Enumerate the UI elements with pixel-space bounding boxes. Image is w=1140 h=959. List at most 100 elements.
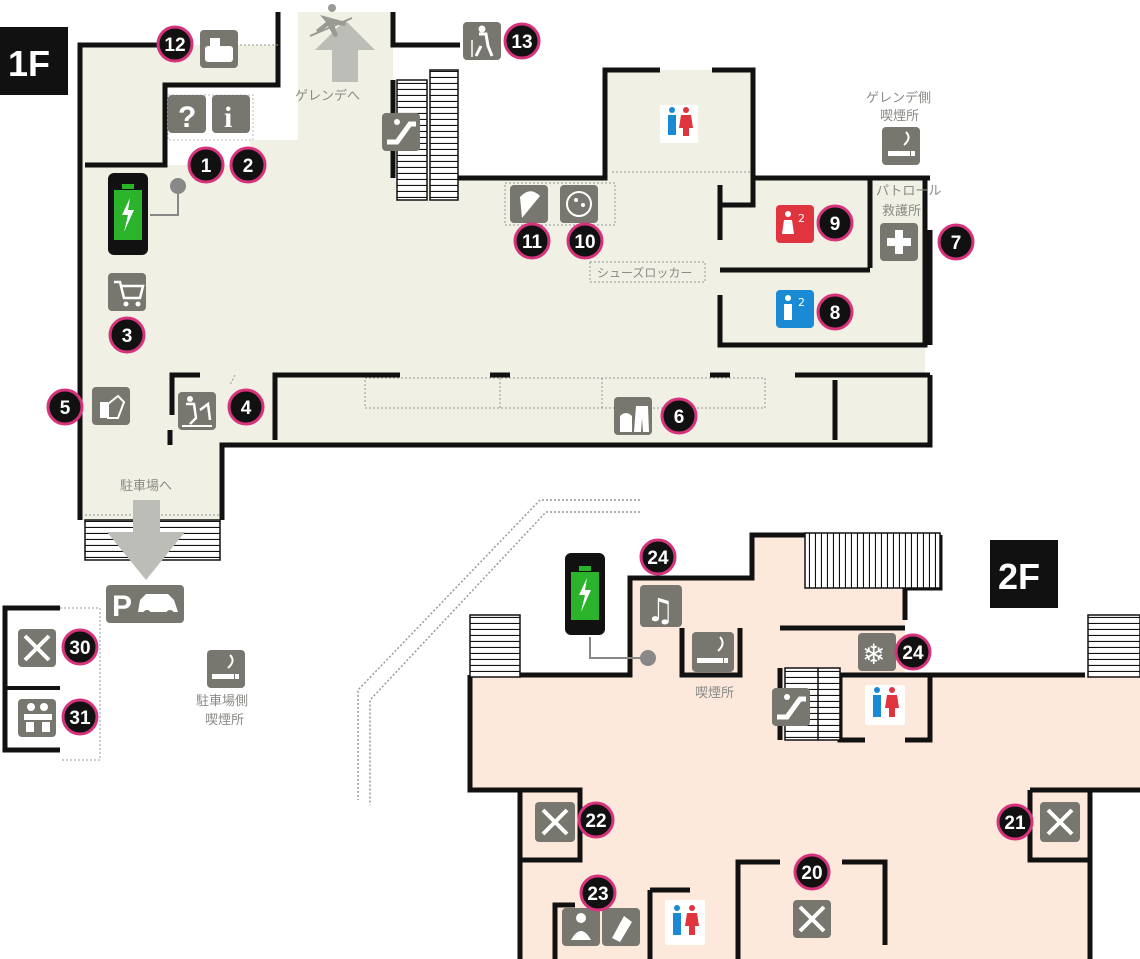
smoking-area-icon-slope — [882, 127, 920, 165]
floor-1f: ゲレンデへ 駐車場へ ゲレンデ側 喫煙所 パトロール 救護所 シューズロッカー … — [0, 4, 941, 761]
parking-icon: P — [106, 585, 184, 623]
marker-4[interactable]: 4 — [227, 388, 265, 426]
first-aid-icon — [880, 223, 918, 261]
svg-text:30: 30 — [69, 638, 90, 659]
restaurant-icon-20 — [793, 900, 831, 938]
womens-changing-room-icon: 2 — [776, 205, 814, 243]
label-2f-smoking: 喫煙所 — [695, 686, 734, 701]
floor-tag-2f-text: 2F — [998, 556, 1040, 597]
marker-24-music[interactable]: 24 — [639, 538, 677, 576]
label-to-parking: 駐車場へ — [120, 479, 172, 494]
svg-text:i: i — [224, 101, 232, 134]
marker-5[interactable]: 5 — [46, 388, 84, 426]
charging-station-icon — [108, 173, 186, 255]
svg-text:2: 2 — [798, 296, 805, 309]
stairs-2f-top — [804, 532, 941, 589]
restaurant-icon-21 — [1040, 802, 1080, 842]
marker-24-snow[interactable]: 24 — [894, 633, 932, 671]
baby-care-icon — [562, 908, 600, 946]
svg-text:♫: ♫ — [646, 591, 675, 629]
stairs-2f-right — [1087, 614, 1140, 678]
ski-repair-icon — [92, 387, 130, 425]
floor-1f-area — [80, 12, 930, 520]
floor-tag-1f-text: 1F — [8, 43, 50, 84]
marker-7[interactable]: 7 — [937, 223, 975, 261]
svg-text:6: 6 — [674, 407, 685, 428]
rental-wear-icon — [614, 397, 652, 435]
marker-23[interactable]: 23 — [579, 874, 617, 912]
svg-text:?: ? — [178, 101, 196, 134]
floor-2f-area — [470, 535, 1140, 959]
svg-text:7: 7 — [951, 233, 962, 254]
svg-text:20: 20 — [801, 863, 822, 884]
marker-22[interactable]: 22 — [577, 801, 615, 839]
walkway-path — [357, 499, 640, 805]
svg-text:2: 2 — [798, 212, 805, 225]
food-plate-icon — [560, 185, 598, 223]
baby-bottle-icon — [602, 908, 640, 946]
floor-tag-2f — [990, 540, 1058, 608]
mens-changing-room-icon: 2 — [776, 290, 814, 328]
svg-text:23: 23 — [587, 884, 608, 905]
label-patrol-1: パトロール — [876, 184, 941, 199]
svg-text:10: 10 — [574, 232, 595, 253]
marker-1[interactable]: 1 — [187, 146, 225, 184]
svg-text:24: 24 — [647, 548, 669, 569]
escalator-icon — [382, 113, 420, 151]
arrow-to-parking — [107, 500, 185, 580]
floor-2f: 2F 喫煙所 ♫ ❄ — [467, 532, 1140, 959]
label-parking-smoking-1: 駐車場側 — [196, 694, 248, 709]
marker-31[interactable]: 31 — [61, 698, 99, 736]
rest-area-icon-31 — [18, 699, 56, 737]
escalator-icon-2f — [772, 688, 810, 726]
marker-6[interactable]: 6 — [660, 397, 698, 435]
marker-21[interactable]: 21 — [996, 803, 1034, 841]
label-parking-smoking-2: 喫煙所 — [205, 713, 244, 728]
svg-text:8: 8 — [830, 303, 841, 324]
marker-30[interactable]: 30 — [61, 628, 99, 666]
svg-text:13: 13 — [511, 32, 532, 53]
question-icon: ? — [168, 95, 206, 134]
smoking-area-icon-2f — [692, 632, 734, 672]
svg-text:21: 21 — [1004, 813, 1026, 834]
svg-text:3: 3 — [122, 326, 133, 347]
music-icon: ♫ — [640, 585, 682, 629]
ski-school-icon — [178, 392, 216, 430]
stairs-2f-left — [469, 614, 521, 678]
restroom-icon-1f — [660, 105, 698, 143]
hiker-icon — [463, 22, 501, 60]
svg-text:1: 1 — [201, 156, 212, 177]
marker-20[interactable]: 20 — [793, 853, 831, 891]
charging-station-icon-2f — [565, 553, 656, 666]
svg-text:❄: ❄ — [862, 638, 885, 671]
svg-text:22: 22 — [585, 811, 606, 832]
marker-8[interactable]: 8 — [816, 293, 854, 331]
marker-2[interactable]: 2 — [229, 146, 267, 184]
svg-text:4: 4 — [241, 398, 252, 419]
label-patrol-2: 救護所 — [882, 203, 921, 219]
svg-text:12: 12 — [164, 35, 185, 56]
svg-text:11: 11 — [522, 232, 543, 253]
markers: 1 2 3 4 5 6 7 8 9 10 11 12 13 20 21 22 2… — [46, 22, 1034, 912]
marker-9[interactable]: 9 — [816, 204, 854, 242]
restaurant-icon-30 — [18, 629, 56, 667]
marker-10[interactable]: 10 — [566, 222, 604, 260]
label-shoe-lockers: シューズロッカー — [597, 265, 692, 280]
skier-icon — [309, 4, 353, 37]
label-slope-smoking-2: 喫煙所 — [880, 109, 919, 124]
shopping-cart-icon — [108, 273, 146, 311]
floor-tag-1f — [0, 27, 68, 95]
label-slope-smoking-1: ゲレンデ側 — [866, 90, 931, 106]
marker-11[interactable]: 11 — [513, 222, 551, 260]
restaurant-icon-22 — [535, 802, 575, 842]
marker-12[interactable]: 12 — [156, 25, 194, 63]
marker-3[interactable]: 3 — [108, 316, 146, 354]
svg-text:9: 9 — [830, 214, 841, 235]
svg-text:5: 5 — [60, 398, 71, 419]
restroom-icon-2f-lower — [665, 900, 705, 945]
svg-text:31: 31 — [69, 708, 91, 729]
label-to-slope: ゲレンデへ — [295, 88, 360, 104]
arrow-to-slope — [315, 20, 375, 82]
marker-13[interactable]: 13 — [503, 22, 541, 60]
